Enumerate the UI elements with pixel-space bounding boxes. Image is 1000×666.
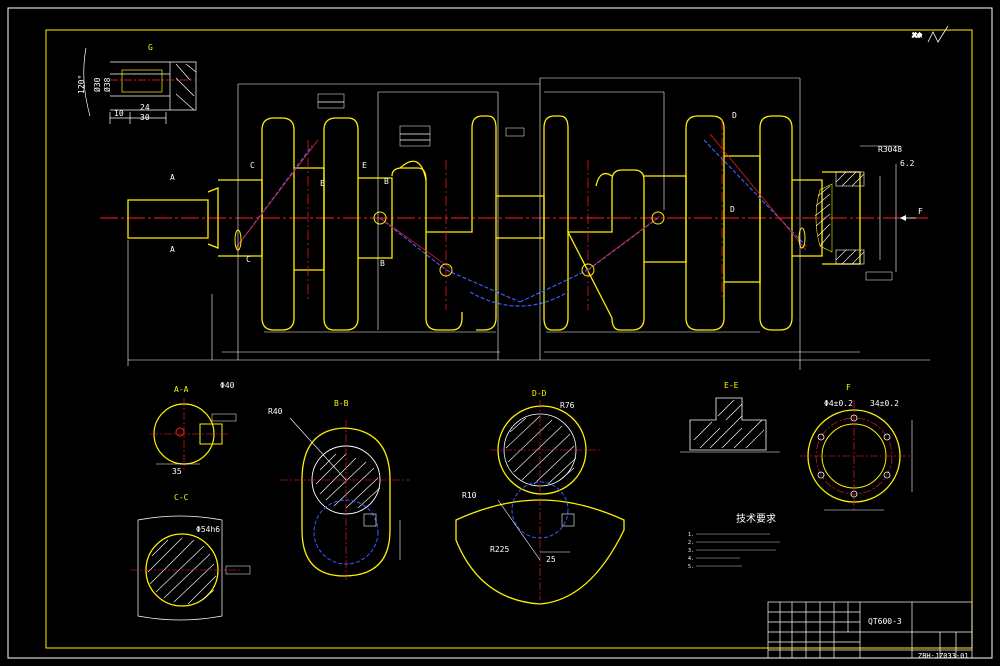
cut-mark-a-top: A (170, 173, 175, 182)
dimension-lines (127, 77, 930, 370)
f-pcd-2: 34±0.2 (870, 399, 899, 408)
cut-mark-a-bottom: A (170, 245, 175, 254)
notes-title: 技术要求 (736, 512, 776, 525)
rear-flange-hatch (814, 171, 865, 265)
title-material: QT600-3 (868, 617, 902, 626)
g-len-2: 24 (140, 103, 150, 112)
cut-mark-b-bottom: B (380, 259, 385, 268)
g-dia-1: Ø30 (92, 77, 102, 92)
note-3: 3. (688, 548, 694, 554)
section-aa: A-A Φ40 35 (150, 381, 237, 476)
cut-mark-c-top: C (250, 161, 255, 170)
view-arrow-f: F (918, 207, 923, 216)
cut-mark-e-top: E (362, 161, 367, 170)
detail-g: G 120° Ø30 Ø38 10 24 30 (77, 43, 197, 124)
section-dd-label: D-D (532, 389, 547, 398)
f-pcd-1: Φ4±0.2 (824, 399, 853, 408)
r-dimension: R3048 (878, 145, 902, 154)
view-f: F Φ4±0.2 34±0.2 (800, 383, 913, 512)
dd-radius-1: R76 (560, 401, 575, 410)
sheet-inner-border (45, 29, 973, 649)
r-small-dimension: 6.2 (900, 159, 915, 168)
g-len-3: 30 (140, 113, 150, 122)
bb-radius: R40 (268, 407, 283, 416)
section-cc: C-C Φ54h6 (130, 493, 251, 621)
title-block (767, 601, 973, 659)
dd-radius-2: R10 (462, 491, 477, 500)
roughness-symbol: 其余 (912, 25, 949, 43)
cut-mark-b-top: B (384, 177, 389, 186)
dd-radius-3: R225 (490, 545, 509, 554)
note-1: 1. (688, 532, 694, 538)
technical-requirements: 技术要求 1. 2. 3. 4. 5. (688, 512, 780, 570)
cut-mark-d-bottom: D (730, 205, 735, 214)
sheet-outer-border (7, 7, 993, 659)
g-dia-2: Ø38 (102, 77, 112, 92)
cut-mark-c-bottom: C (246, 255, 251, 264)
note-5: 5. (688, 564, 694, 570)
aa-diameter: Φ40 (220, 381, 235, 390)
g-len-1: 10 (114, 109, 124, 118)
note-2: 2. (688, 540, 694, 546)
note-4: 4. (688, 556, 694, 562)
section-aa-label: A-A (174, 385, 189, 394)
dd-width: 25 (546, 555, 556, 564)
cut-mark-e-mid: E (320, 179, 325, 188)
section-ee: E-E (680, 381, 780, 453)
svg-text:其余: 其余 (912, 32, 922, 39)
section-dd: D-D R76 R10 R225 25 (455, 389, 625, 605)
detail-g-label: G (148, 43, 153, 52)
section-bb-label: B-B (334, 399, 349, 408)
section-bb: B-B R40 (268, 399, 410, 580)
view-f-label: F (846, 383, 851, 392)
cut-mark-d-top: D (732, 111, 737, 120)
main-view: A A C C E E B B D D F R3048 6.2 (100, 77, 930, 370)
oil-passages (235, 139, 807, 307)
section-ee-label: E-E (724, 381, 739, 390)
section-cc-label: C-C (174, 493, 189, 502)
aa-width: 35 (172, 467, 182, 476)
cc-diameter: Φ54h6 (196, 525, 220, 534)
g-angle-dim: 120° (77, 75, 86, 94)
title-drawing-number: ZBH-JZ033-01 (918, 652, 969, 660)
